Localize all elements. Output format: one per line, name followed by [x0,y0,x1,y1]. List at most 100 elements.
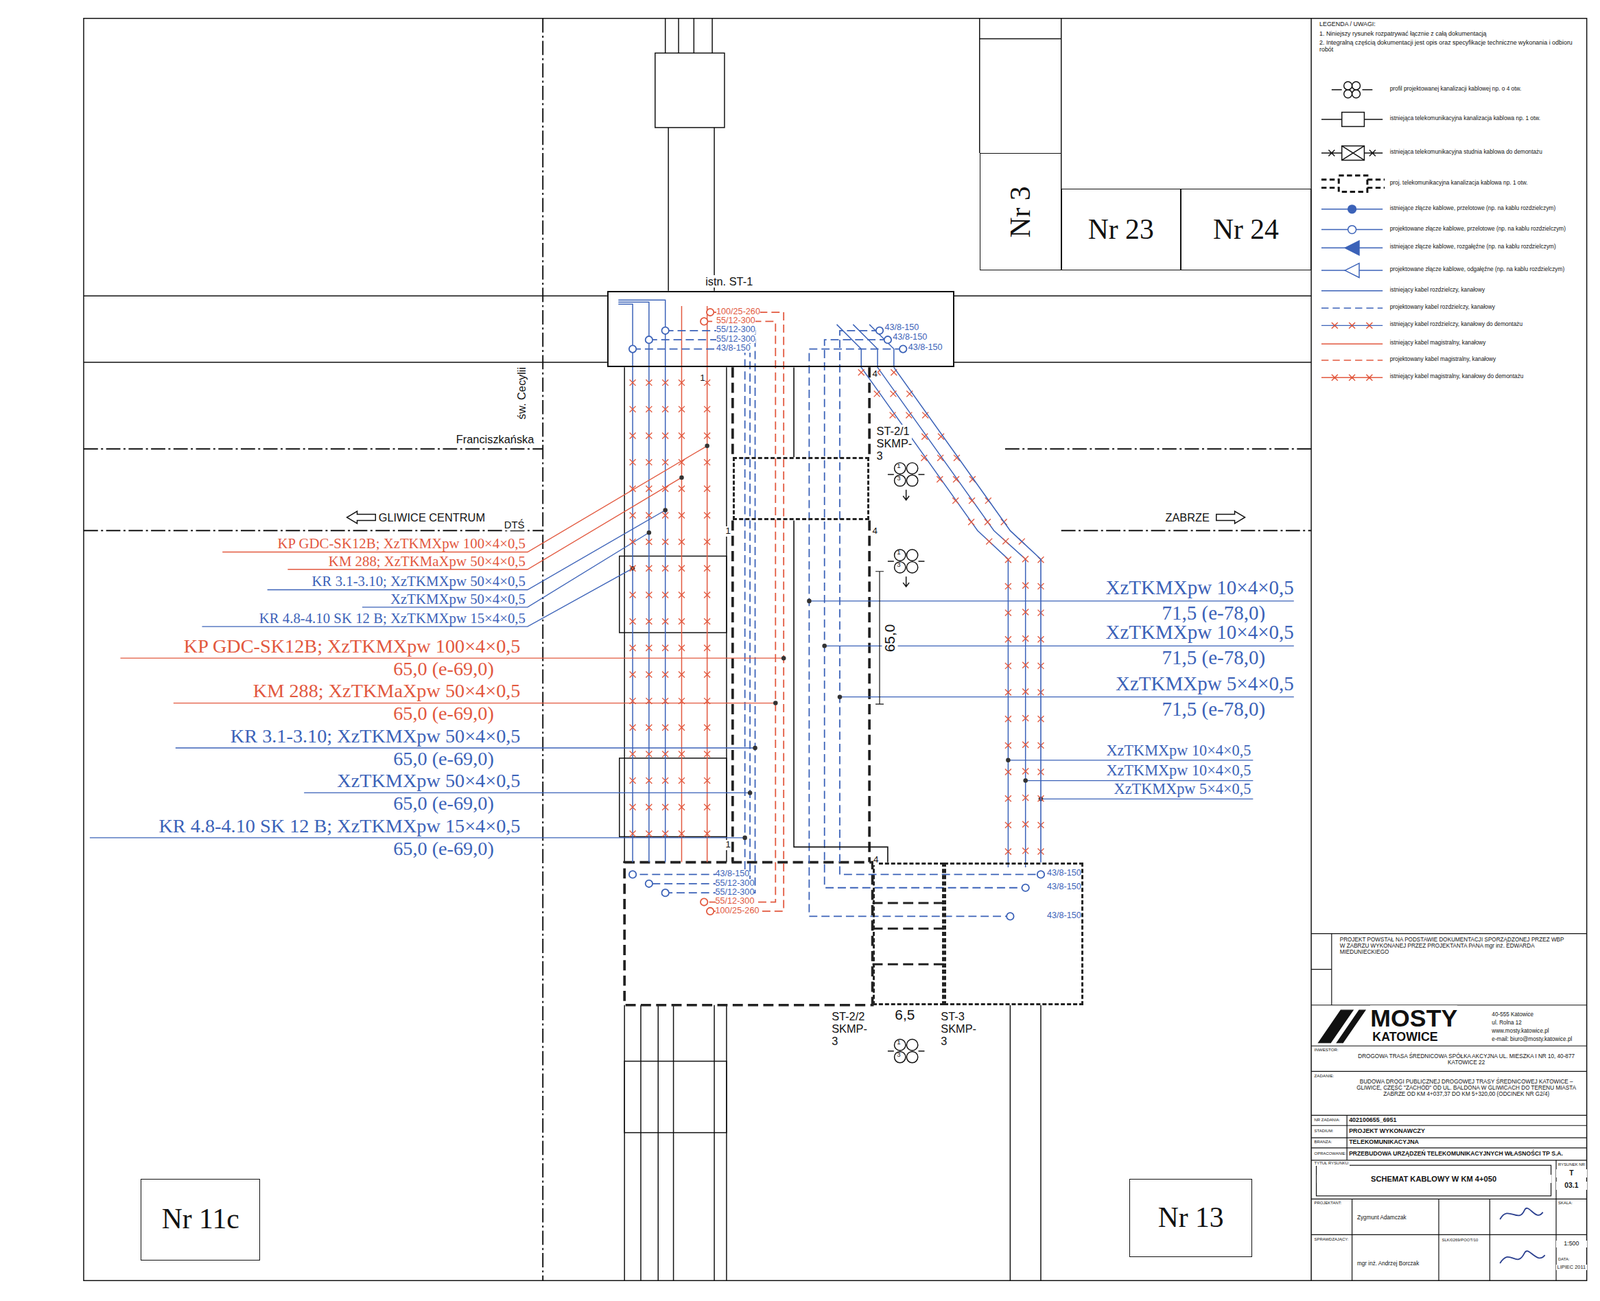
demount-mark [645,777,652,784]
leader-lines [222,445,707,570]
title-block [1316,1165,1552,1196]
cable-capacity: 43/8-150 [1046,911,1082,921]
demount-mark [629,485,637,492]
demount-mark [662,618,669,625]
demount-mark [985,538,993,545]
demount-mark [645,538,652,545]
cable-label: XzTKMXpw 50×4×0,5 [336,771,521,791]
title-block-text: 1:500 [1556,1240,1587,1248]
demount-mark [662,406,669,413]
duct-profile [887,462,925,1063]
demount-mark [968,497,975,504]
cable-capacity: 43/8-150 [1046,868,1082,878]
title-block-text: BUDOWA DROGI PUBLICZNEJ DROGOWEJ TRASY Ś… [1348,1078,1584,1098]
demount-mark [1022,662,1029,669]
demount-mark [703,459,711,466]
duct-number: 4 [873,854,879,866]
demount-mark [629,379,637,386]
title-block-text: SPRAWDZAJĄCY: [1314,1237,1349,1242]
legend-samples [1348,225,1357,234]
legend-text: istniejący kabel magistralny, kanałowy [1390,339,1487,346]
duct-profile [887,1050,925,1052]
demount-mark [1022,688,1029,695]
existing-duct [624,1061,727,1133]
cable-label: KR 3.1-3.10; XzTKMXpw 50×4×0,5 [230,726,521,746]
demount-mark [678,671,685,678]
frame [979,18,1062,189]
duct-connector [793,367,795,457]
legend-samples [1342,146,1365,161]
title-block-text: DROGOWA TRASA ŚREDNICOWA SPÓŁKA AKCYJNA … [1348,1053,1584,1066]
title-block-text: STADIUM: [1314,1128,1334,1134]
cable-label: XzTKMXpw 10×4×0,5 [1105,577,1294,598]
demount-mark [645,804,652,811]
duct-opening-number: 1 [896,548,901,557]
leader-lines [89,445,1294,838]
street-lines [542,18,544,1281]
title-block [1336,1009,1366,1043]
leader-dots [679,475,685,481]
cable-label: XzTKMXpw 10×4×0,5 [1105,622,1294,643]
title-block-text: e-mail: biuro@mosty.katowice.pl [1491,1036,1572,1043]
existing-duct [624,367,727,862]
leader-dots [704,443,710,449]
projected-cables [703,312,784,912]
duct-profile [894,1039,906,1051]
demount-mark [645,512,652,519]
duct-opening-number: 3 [896,1051,901,1059]
demount-mark [645,565,652,572]
demount-mark [921,433,928,440]
cable-capacity: 55/12-300 [715,878,755,888]
demount-mark [1022,714,1029,722]
demount-marks [629,369,1045,855]
demount-mark [1005,795,1012,802]
demount-mark [629,804,637,811]
leader-dots [773,700,779,706]
demount-mark [858,369,865,376]
cable-joints [629,327,1045,921]
title-block-text: 402100655_6951 [1348,1116,1397,1124]
demount-mark [703,512,711,519]
cable-joints [1006,912,1014,920]
legend-samples [1344,89,1353,99]
duct-profile [906,561,918,573]
legend-text: istniejąca telekomunikacyjna studnia kab… [1390,148,1543,156]
demount-mark [1002,537,1009,545]
leader-lines [201,510,665,628]
title-block [1499,1250,1545,1264]
projected-manhole: ST-2/2 SKMP-3 [872,862,945,1006]
duct-profile [906,549,918,561]
duct-profile [887,561,925,587]
projected-cables [632,312,1041,916]
demount-mark [678,591,685,598]
cable-capacity: 55/12-300 [715,887,755,897]
existing-cables [681,306,707,862]
dimension: 65,0 [881,623,898,652]
building-number: Nr 3 [1004,185,1037,238]
legend-samples [1321,343,1383,381]
cable-joints [700,898,708,905]
demount-mark [678,538,685,545]
demount-mark [1005,821,1012,829]
title-block-text: TELEKOMUNIKACYJNA [1348,1138,1419,1146]
demount-mark [645,432,652,440]
demount-mark [662,724,669,731]
leader-dots [630,443,1043,841]
duct-opening-number: 1 [896,1038,901,1047]
demount-mark [703,644,711,652]
cable-joints [884,336,892,344]
demount-mark [629,591,637,598]
demount-mark [1022,741,1029,748]
existing-duct [619,758,727,838]
duct-connector [793,520,888,863]
duct-profile [894,561,906,573]
demount-mark [662,697,669,704]
duct-number: 1 [699,373,705,384]
legend-samples [1321,343,1383,344]
cable-label: XzTKMXpw 5×4×0,5 [1115,673,1294,694]
demount-mark [629,671,637,678]
cable-label: KR 3.1-3.10; XzTKMXpw 50×4×0,5 [312,574,526,589]
demount-mark [678,697,685,704]
cable-capacity: 100/25-260 [716,307,761,317]
title-block [1499,1208,1543,1220]
